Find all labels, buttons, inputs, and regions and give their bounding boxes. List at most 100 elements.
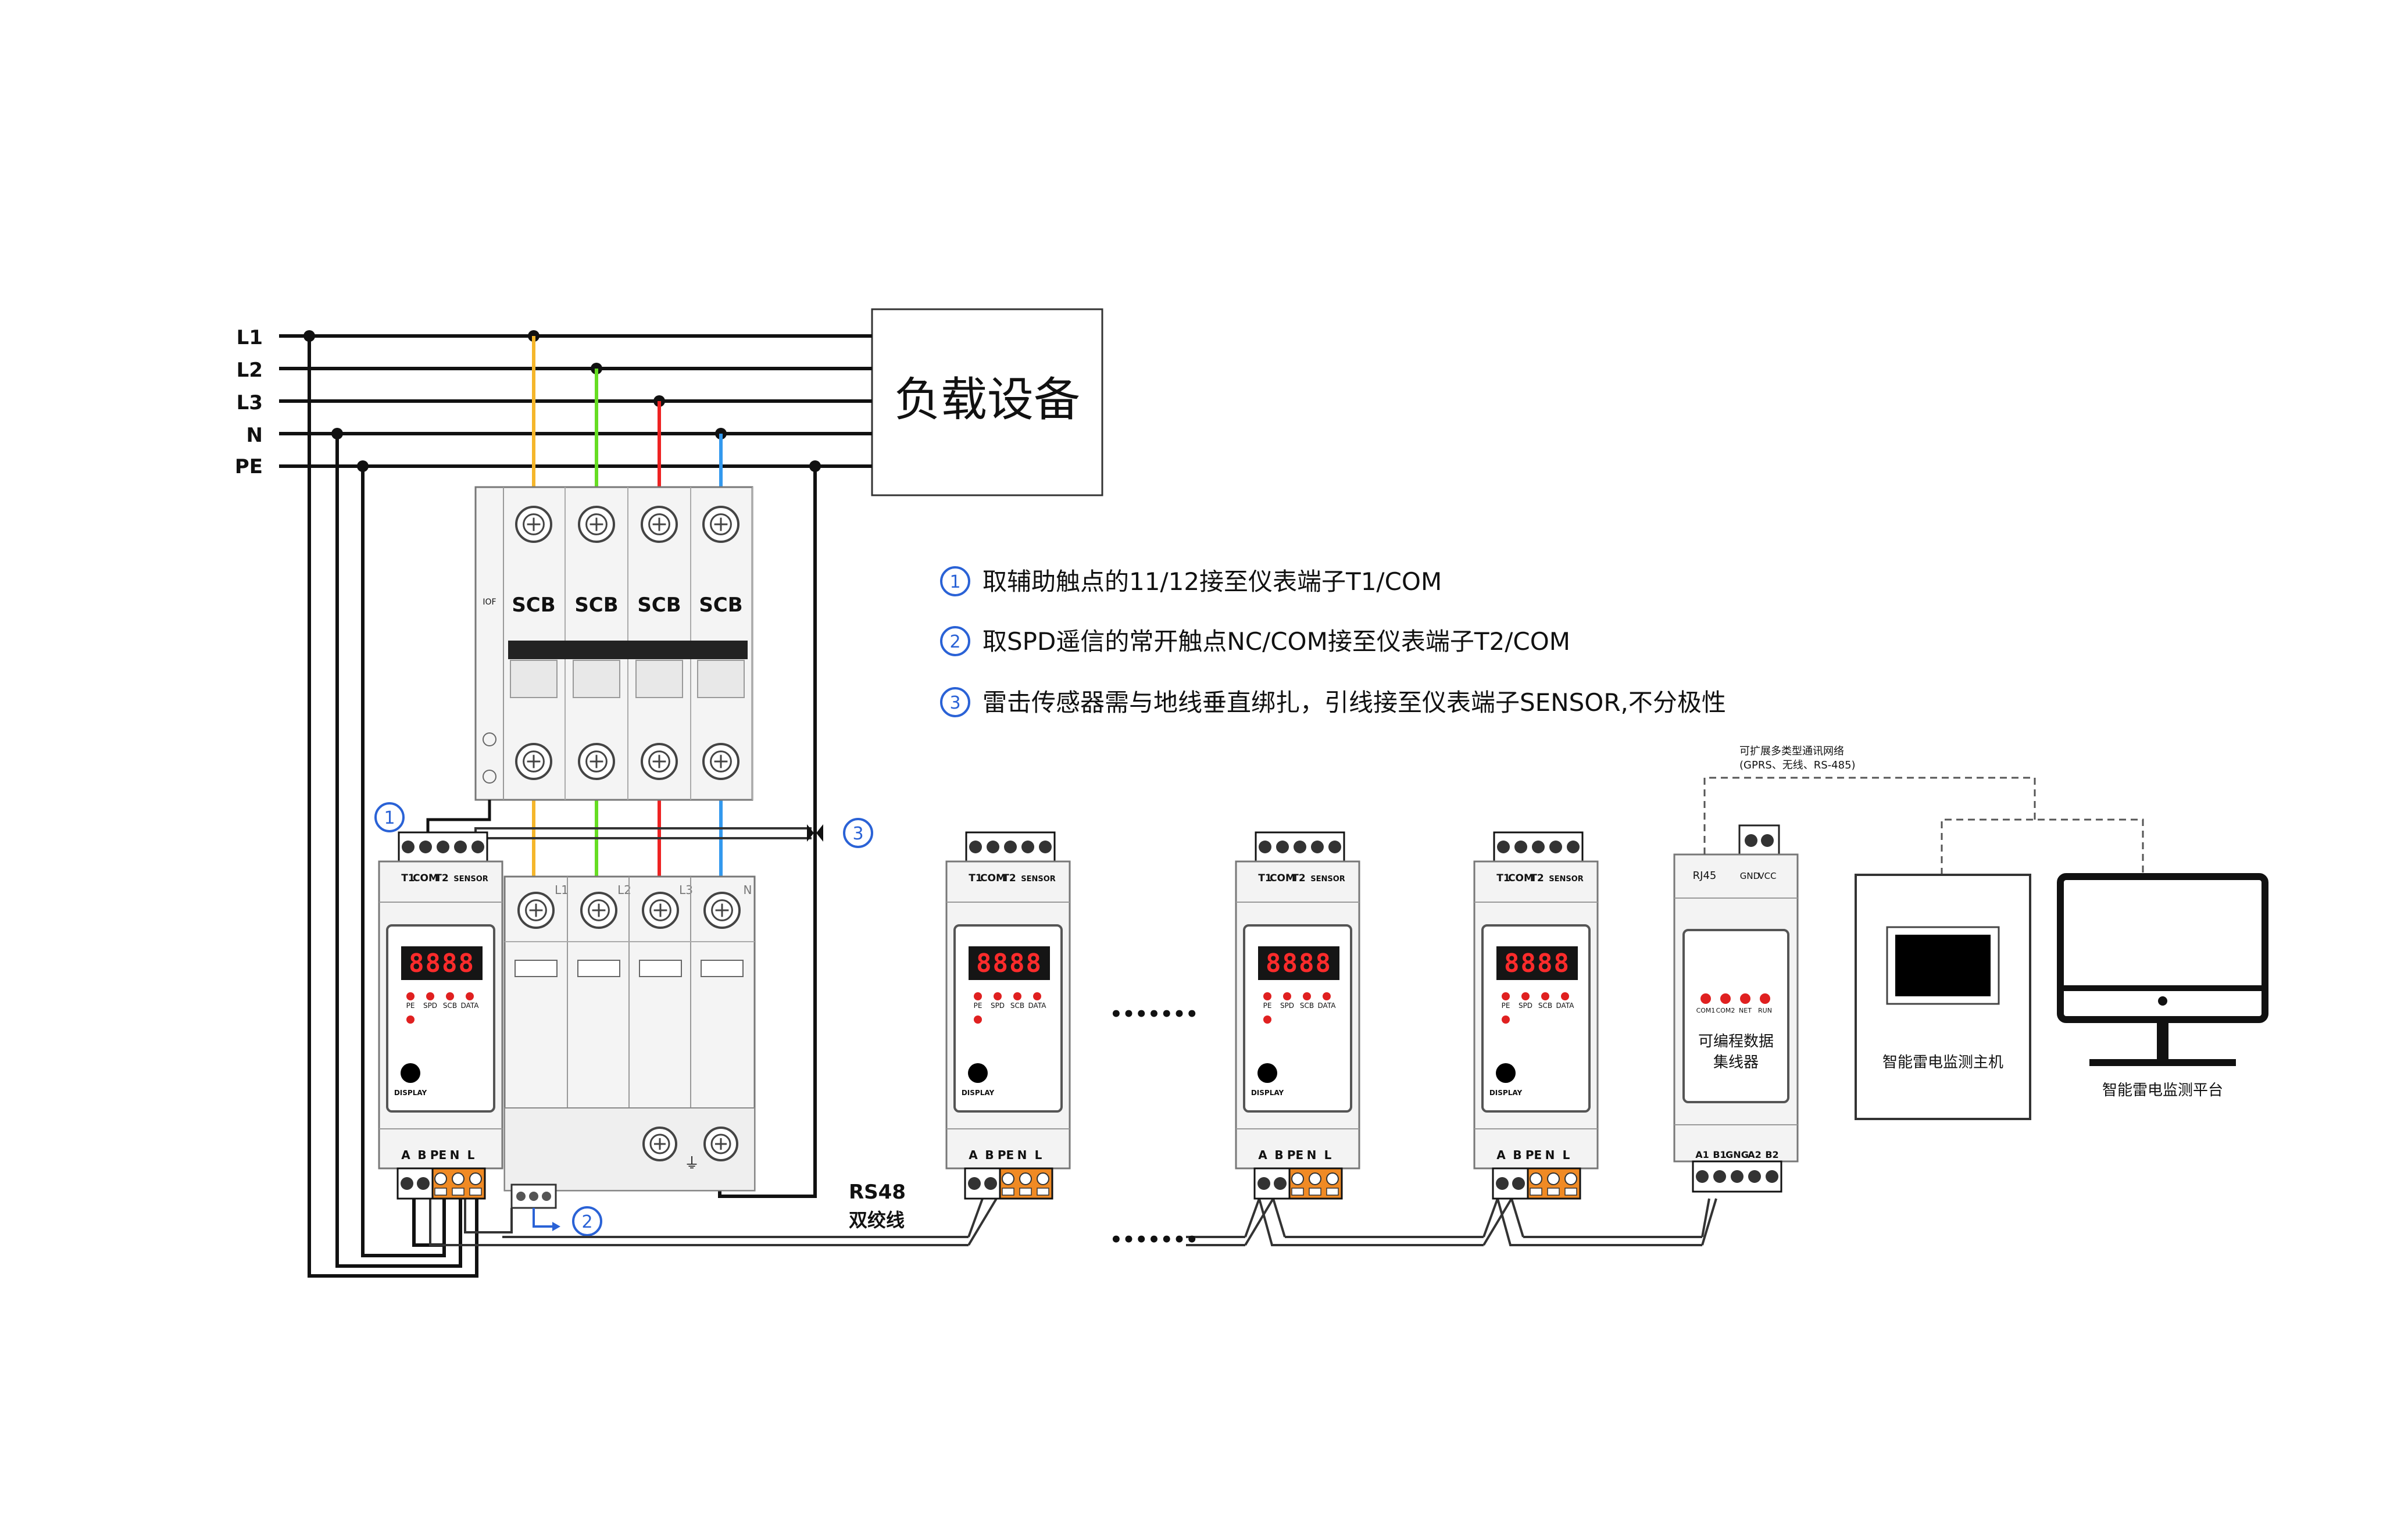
meter-led [1283, 992, 1291, 1000]
hub-led-label: COM1 [1696, 1007, 1716, 1014]
meter-display [401, 946, 483, 980]
terminal-screw [702, 506, 739, 543]
meter-led [1033, 992, 1041, 1000]
meter-bottom-terminal-label: L [1324, 1148, 1332, 1162]
meter-display-button[interactable] [1496, 1063, 1516, 1083]
breaker-pole-label: SCB [512, 593, 555, 617]
hub-led [1760, 993, 1770, 1004]
spd-indicator-window [577, 960, 620, 977]
hub-led [1740, 993, 1750, 1004]
meter-led [406, 1015, 415, 1024]
meter-led [1303, 992, 1311, 1000]
platform-label: 智能雷电监测平台 [2102, 1082, 2223, 1099]
aux-contact-icon [483, 770, 496, 784]
meter-led [1521, 992, 1530, 1000]
meter-led-label: SPD [1280, 1002, 1294, 1010]
phase-wires [532, 336, 723, 877]
meter-led-label: SCB [1300, 1002, 1314, 1010]
network-label-line1: 可扩展多类型通讯网络 [1739, 745, 1844, 757]
hub-front-panel [1682, 929, 1789, 1103]
meter-display-button[interactable] [1257, 1063, 1277, 1083]
ellipsis-top: ••••••• [1110, 1003, 1198, 1026]
aux-contact-icon [483, 732, 496, 746]
meter-bottom-terminal-label: N [1545, 1148, 1555, 1162]
hub-bottom-terminal-label: A2 [1748, 1149, 1762, 1160]
callout-3: 3 [843, 818, 873, 848]
meter-bottom-terminal-label: N [1017, 1148, 1027, 1162]
meter-bottom-terminal-label: N [450, 1148, 460, 1162]
terminal-screw [642, 892, 679, 929]
meter-bottom-terminal-label: B [1274, 1148, 1283, 1162]
hub-bottom-terminal-label: GNG [1725, 1149, 1749, 1160]
meter-display [1496, 946, 1578, 980]
hub-bottom-terminal-label: B2 [1765, 1149, 1778, 1160]
meter-display-button[interactable] [401, 1063, 420, 1083]
meter-top-terminal-label: SENSOR [1021, 875, 1056, 884]
hub-led [1720, 993, 1731, 1004]
meter-top-terminal-label: T1 [969, 873, 982, 884]
hub-led [1700, 993, 1711, 1004]
power-bus [279, 334, 872, 468]
spd-terminal-screw [703, 1127, 738, 1161]
meter-top-terminal-label: T2 [1530, 873, 1544, 884]
terminal-screw [702, 743, 739, 780]
svg-text:2: 2 [949, 632, 960, 652]
meter-led-label: PE [974, 1002, 983, 1010]
meter-led-label: SCB [443, 1002, 457, 1010]
bus-label-l1: L1 [237, 326, 263, 349]
spd-pole-label: L1 [555, 883, 569, 897]
hub-title-line1: 可编程数据 [1698, 1033, 1774, 1050]
terminal-screw [641, 506, 678, 543]
meter-top-terminal-label: COM [1270, 873, 1295, 884]
meter-top-terminal-label: SENSOR [453, 875, 488, 884]
meter-button-label: DISPLAY [1251, 1089, 1284, 1097]
terminal-screw [580, 892, 617, 929]
spd-indicator-window [515, 960, 558, 977]
svg-text:1: 1 [384, 808, 395, 828]
terminal-screw [641, 743, 678, 780]
spd-terminal-screw [642, 1127, 677, 1161]
breaker-handle-bar[interactable] [508, 641, 748, 659]
monitoring-platform: 智能雷电监测平台 [2057, 873, 2268, 1099]
host-screen [1895, 935, 1991, 996]
meter-bottom-terminal-label: B [417, 1148, 426, 1162]
meter-led [1502, 1015, 1510, 1024]
meter-led-label: DATA [1028, 1002, 1047, 1010]
breaker-pole-label: SCB [574, 593, 618, 617]
ground-icon: ⏚ [684, 1155, 699, 1172]
terminal-screw [578, 506, 615, 543]
spd-pole-label: N [744, 883, 752, 897]
breaker-aux-label: IOF [483, 598, 496, 607]
note-1: 取辅助触点的11/12接至仪表端子T1/COM [983, 567, 1442, 596]
meter-display-digits: 8888 [976, 949, 1042, 978]
meter-button-label: DISPLAY [394, 1089, 427, 1097]
meter-display [1258, 946, 1339, 980]
meter-button-label: DISPLAY [962, 1089, 995, 1097]
rs485-label: RS48 [849, 1181, 906, 1204]
meter-display-button[interactable] [968, 1063, 988, 1083]
load-device-label: 负载设备 [894, 373, 1080, 427]
meter-display-digits: 8888 [1266, 949, 1332, 978]
meter-led-label: SCB [1010, 1002, 1024, 1010]
meter-bottom-terminal-label: A [969, 1148, 978, 1162]
svg-text:3: 3 [949, 693, 960, 713]
meter-led-label: PE [1263, 1002, 1272, 1010]
meter-bottom-terminal-label: L [1563, 1148, 1570, 1162]
svg-text:2: 2 [581, 1212, 592, 1232]
meter-led [406, 992, 415, 1000]
meter-led-label: PE [406, 1002, 415, 1010]
terminal-screw [703, 892, 741, 929]
hub-led-label: COM2 [1716, 1007, 1735, 1014]
host-label: 智能雷电监测主机 [1882, 1054, 2003, 1071]
hub-led-label: NET [1739, 1007, 1752, 1014]
meter-display-digits: 8888 [409, 949, 475, 978]
meter-led [1263, 1015, 1271, 1024]
meter-led-label: SPD [1519, 1002, 1532, 1010]
network-label-line2: (GPRS、无线、RS-485) [1739, 759, 1856, 771]
meter-top-terminal-label: COM [1508, 873, 1534, 884]
